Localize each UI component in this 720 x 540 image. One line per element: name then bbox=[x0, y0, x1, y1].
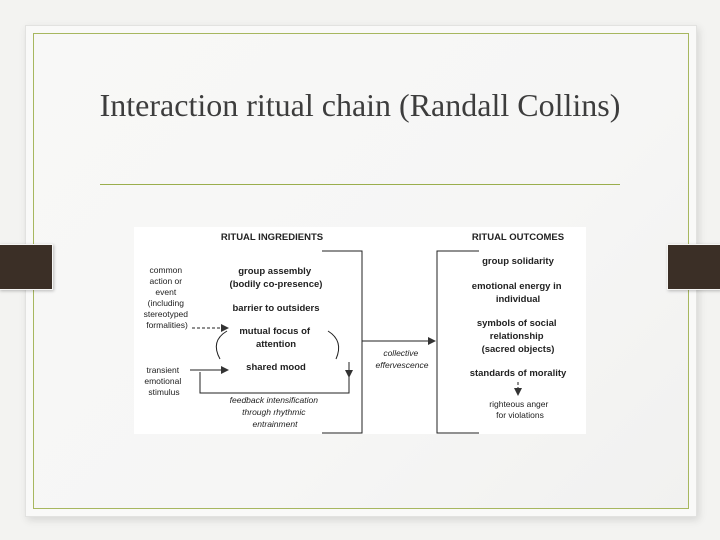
symbols-label: symbols of social relationship (sacred o… bbox=[477, 318, 559, 355]
mutual-focus-label: mutual focus of attention bbox=[239, 326, 312, 350]
ingredients-header: RITUAL INGREDIENTS bbox=[221, 232, 323, 243]
ingredients-bracket bbox=[322, 250, 363, 434]
binder-tab-right bbox=[668, 245, 720, 289]
emotional-energy-label: emotional energy in individual bbox=[472, 281, 564, 305]
feedback-bottom-line bbox=[199, 372, 350, 394]
transient-stimulus-label: transient emotional stimulus bbox=[144, 365, 183, 397]
feedback-label: feedback intensification through rhythmi… bbox=[230, 395, 321, 429]
feedback-loop-left bbox=[215, 330, 228, 360]
collective-effervescence-label: collective effervescence bbox=[376, 348, 429, 370]
group-assembly-label: group assembly (bodily co-presence) bbox=[230, 266, 323, 290]
group-solidarity-label: group solidarity bbox=[482, 256, 555, 267]
outcomes-header: RITUAL OUTCOMES bbox=[472, 232, 564, 243]
common-action-label: common action or event (including stereo… bbox=[144, 265, 191, 330]
feedback-loop-right bbox=[327, 330, 340, 360]
slide-title: Interaction ritual chain (Randall Collin… bbox=[99, 87, 621, 123]
binder-tab-left bbox=[0, 245, 52, 289]
righteous-anger-label: righteous anger for violations bbox=[489, 399, 550, 420]
shared-mood-label: shared mood bbox=[246, 362, 306, 373]
morality-label: standards of morality bbox=[470, 368, 567, 379]
title-divider bbox=[100, 184, 620, 185]
ritual-chain-diagram: RITUAL INGREDIENTS RITUAL OUTCOMES group… bbox=[144, 232, 567, 434]
diagram-figure: RITUAL INGREDIENTS RITUAL OUTCOMES group… bbox=[134, 227, 586, 434]
outcomes-bracket bbox=[436, 250, 479, 434]
barrier-label: barrier to outsiders bbox=[232, 303, 319, 314]
